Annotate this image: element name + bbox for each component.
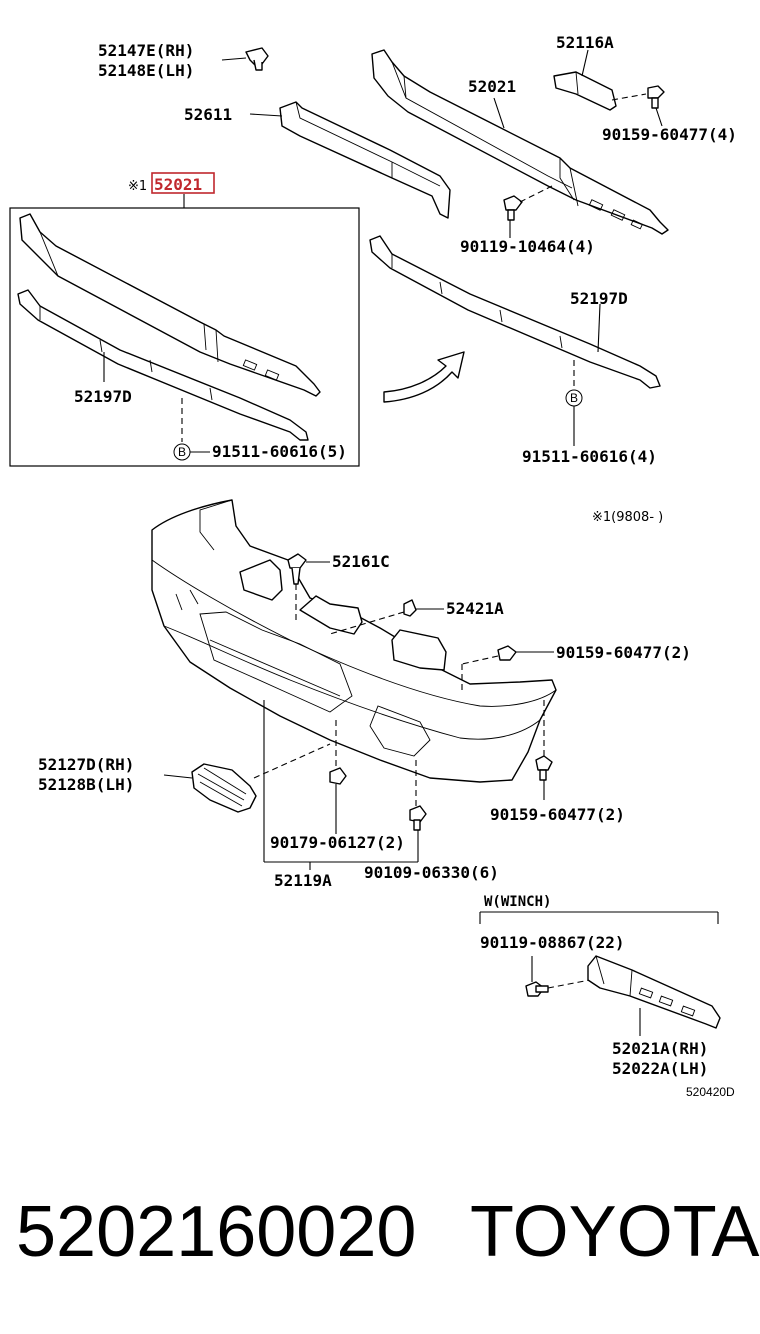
- label-52197d-right: 52197D: [570, 289, 628, 308]
- label-52128b: 52128B(LH): [38, 775, 134, 794]
- label-52116a: 52116A: [556, 33, 614, 52]
- energy-absorber-52611: [249, 101, 451, 219]
- winch-bracket-line: [479, 911, 719, 924]
- label-52021a: 52021A(RH): [612, 1039, 708, 1058]
- label-52022a: 52022A(LH): [612, 1059, 708, 1078]
- label-90119-10464: 90119-10464(4): [460, 237, 595, 256]
- label-52021-highlight: 52021: [154, 175, 202, 194]
- label-90179: 90179-06127(2): [270, 833, 405, 852]
- label-90159-top: 90159-60477(4): [602, 125, 737, 144]
- bolt-90119-10464: [503, 185, 553, 238]
- label-52197d-inset: 52197D: [74, 387, 132, 406]
- label-winch: W(WINCH): [484, 894, 551, 910]
- label-52127d: 52127D(RH): [38, 755, 134, 774]
- inset-plate-52197d: [17, 289, 309, 442]
- label-90159-low: 90159-60477(2): [490, 805, 625, 824]
- clip-52421a: [329, 599, 444, 635]
- bolt-90159-low: [535, 700, 553, 800]
- label-52147e: 52147E(RH): [98, 41, 194, 60]
- label-90159-mid: 90159-60477(2): [556, 643, 691, 662]
- bumper-reinforcement-52021: [371, 49, 669, 235]
- bolt-90159-mid: [461, 645, 554, 690]
- label-52161c: 52161C: [332, 552, 390, 571]
- part-number: 5202160020: [16, 1192, 416, 1272]
- diagram-code: 520420D: [686, 1085, 735, 1099]
- date-note: ※1(9808- ): [592, 510, 663, 525]
- plate-52197d: [369, 235, 661, 389]
- b-mark-right: B: [570, 391, 578, 405]
- bolt-90119-08867: [525, 956, 591, 997]
- highlight-box: [151, 172, 215, 194]
- b-mark-inset: B: [178, 445, 186, 459]
- bumper-cover: [151, 499, 557, 783]
- label-52421a: 52421A: [446, 599, 504, 618]
- label-52119a: 52119A: [274, 871, 332, 890]
- bracket-52021a: [587, 955, 721, 1036]
- brand-name: TOYOTA: [470, 1192, 759, 1272]
- label-52148e: 52148E(LH): [98, 61, 194, 80]
- label-91511-right: 91511-60616(4): [522, 447, 657, 466]
- inset-reinforcement: [19, 213, 321, 397]
- label-52021-top: 52021: [468, 77, 516, 96]
- label-90119-08867: 90119-08867(22): [480, 933, 625, 952]
- clip-52147e: [221, 47, 269, 71]
- screw-90109: [409, 760, 427, 862]
- label-90109: 90109-06330(6): [364, 863, 499, 882]
- arrow-icon: [383, 351, 465, 403]
- bolt-90159-top: [647, 85, 665, 127]
- bracket-52116a: [553, 49, 647, 111]
- leader-52119a: [263, 700, 418, 870]
- inset-box: [9, 194, 360, 467]
- clip-90179: [329, 720, 347, 834]
- cover-52127d: [163, 743, 331, 813]
- label-52611: 52611: [184, 105, 232, 124]
- inset-mark: ※1: [128, 179, 147, 194]
- label-91511-inset: 91511-60616(5): [212, 442, 347, 461]
- clip-52161c: [287, 553, 330, 620]
